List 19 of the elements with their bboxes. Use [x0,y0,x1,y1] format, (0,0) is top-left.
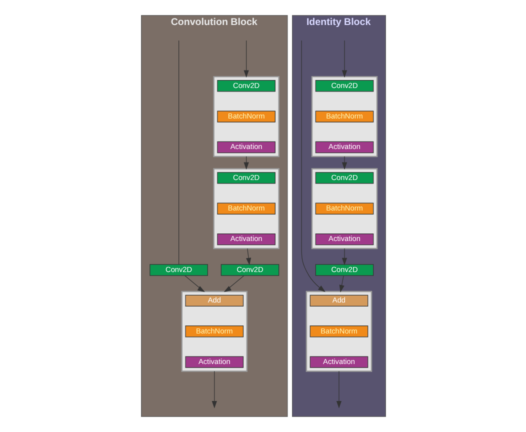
cluster [180,290,248,372]
arrow [211,370,216,408]
arrow [223,275,244,292]
arrow [341,156,347,170]
arrow [341,40,347,78]
arrow [341,248,347,266]
arrow [184,275,204,292]
arrow [300,40,325,292]
cluster [310,76,378,158]
arrow [243,156,248,170]
connector [178,40,179,265]
cluster [212,168,279,250]
arrow [246,248,251,266]
arrow [336,370,342,408]
cluster [310,168,378,250]
cluster [305,290,372,372]
arrow [338,275,344,292]
arrow [243,40,248,78]
cluster [212,76,279,158]
